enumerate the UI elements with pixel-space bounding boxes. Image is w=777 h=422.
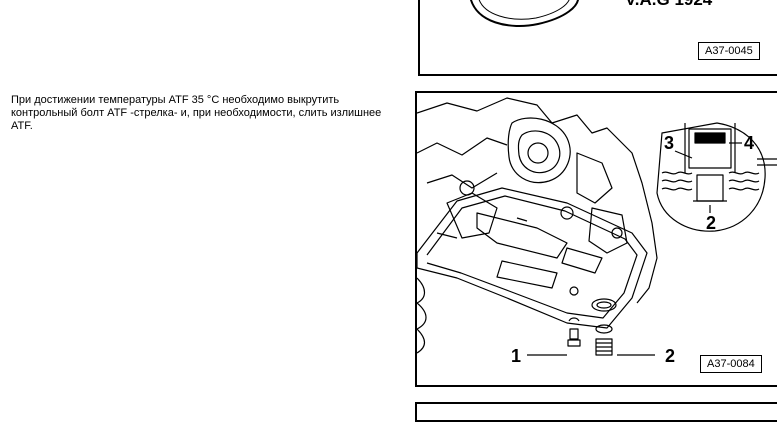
callout-1: 1 (511, 346, 521, 366)
main-figure: 3 4 2 1 2 A37-0084 (415, 91, 777, 387)
callout-3: 3 (664, 133, 674, 153)
callout-2: 2 (665, 346, 675, 366)
next-figure (415, 402, 777, 422)
figure-code-top: A37-0045 (698, 42, 760, 60)
instruction-text: При достижении температуры ATF 35 °C нео… (11, 94, 382, 132)
callout-4: 4 (744, 133, 754, 153)
callout-2-detail: 2 (706, 213, 716, 233)
tool-label: V.A.G 1924 (625, 0, 712, 10)
top-figure-drawing (470, 0, 579, 27)
transmission-drawing: 3 4 2 1 2 (417, 97, 777, 366)
figure-code-main: A37-0084 (700, 355, 762, 373)
top-figure: V.A.G 1924 A37-0045 (418, 0, 777, 76)
